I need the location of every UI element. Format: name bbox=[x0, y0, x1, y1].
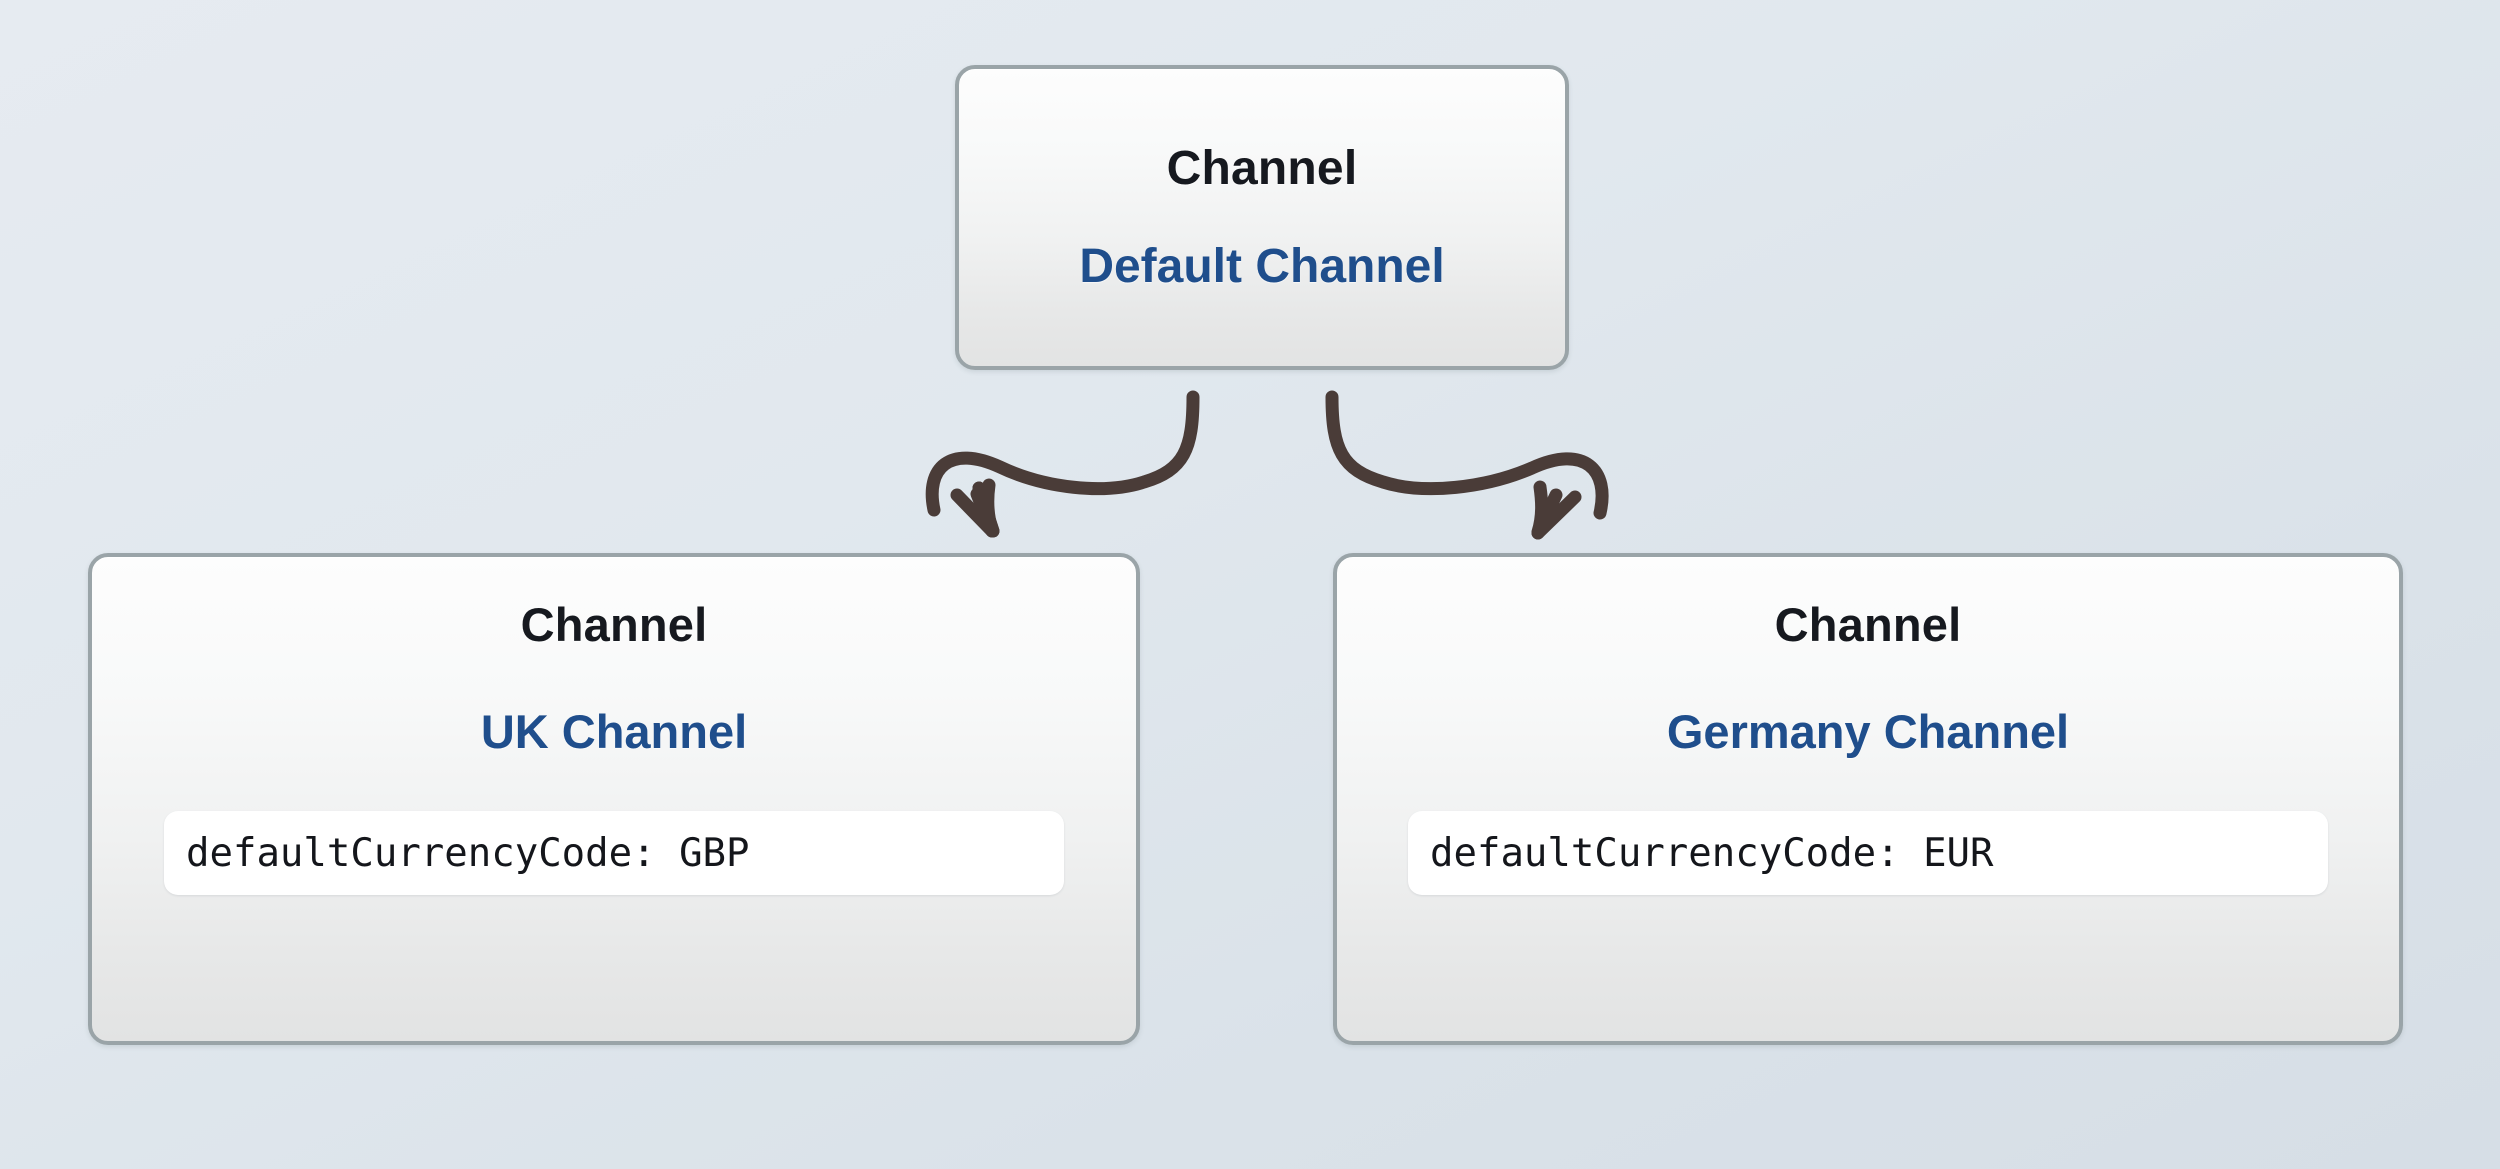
property-text: defaultCurrencyCode: GBP bbox=[186, 830, 750, 876]
property-default-currency-code: defaultCurrencyCode: GBP bbox=[164, 811, 1064, 895]
property-text: defaultCurrencyCode: EUR bbox=[1430, 830, 1994, 876]
edge-root-to-uk bbox=[925, 390, 1200, 538]
node-default-channel[interactable]: Channel Default Channel bbox=[955, 65, 1569, 370]
node-name-label: Germany Channel bbox=[1666, 705, 2070, 758]
node-uk-channel[interactable]: Channel UK Channel defaultCurrencyCode: … bbox=[88, 553, 1140, 1045]
node-germany-channel[interactable]: Channel Germany Channel defaultCurrencyC… bbox=[1333, 553, 2403, 1045]
edge-root-to-germany bbox=[1325, 390, 1609, 540]
node-type-label: Channel bbox=[1166, 141, 1358, 195]
node-type-label: Channel bbox=[1774, 598, 1962, 651]
property-default-currency-code: defaultCurrencyCode: EUR bbox=[1408, 811, 2328, 895]
node-name-label: UK Channel bbox=[480, 705, 748, 758]
node-name-label: Default Channel bbox=[1079, 239, 1445, 293]
node-type-label: Channel bbox=[520, 598, 708, 651]
